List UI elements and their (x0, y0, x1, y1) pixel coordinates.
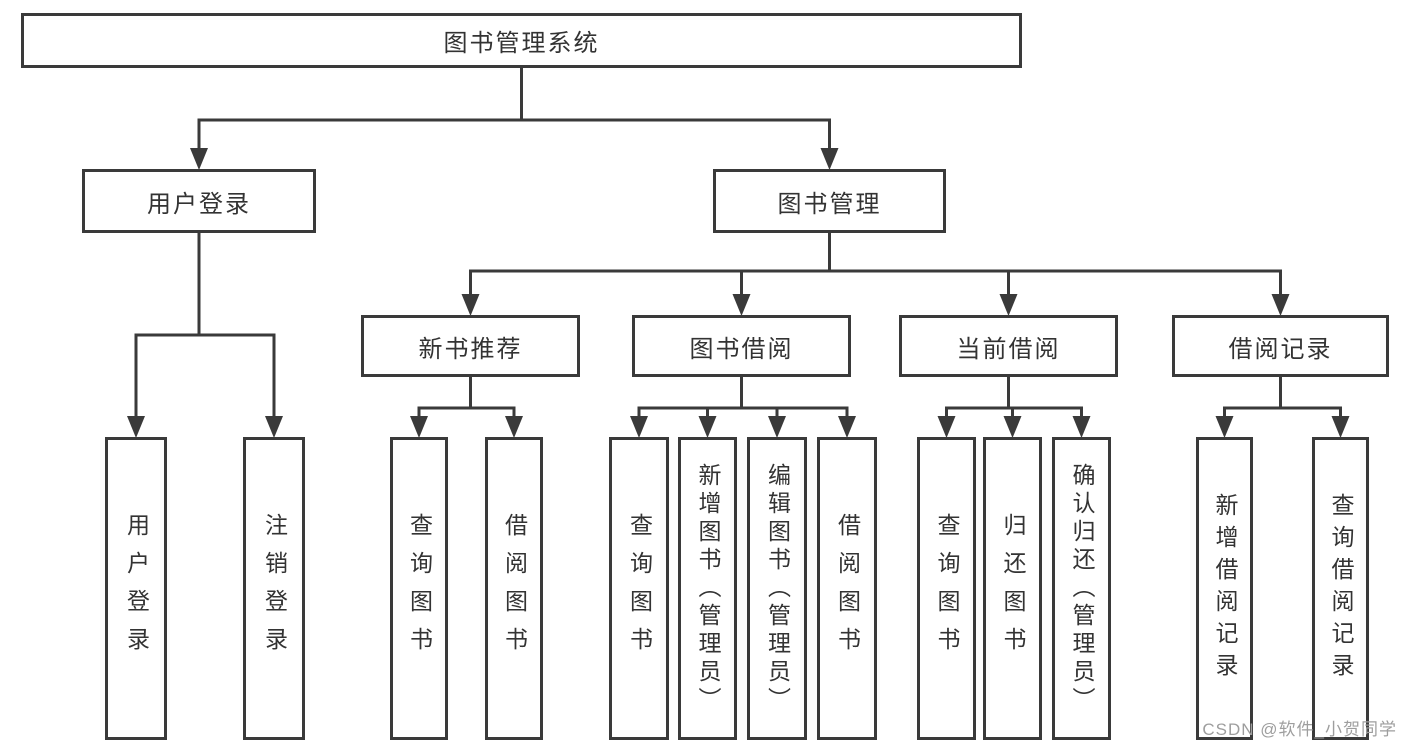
node-root: 图书管理系统 (21, 13, 1022, 68)
arrowhead-to-leaf_bw_add (698, 416, 717, 438)
arrowhead-to-leaf_bw_query (630, 416, 648, 438)
node-current_borrow: 当前借阅 (899, 315, 1118, 377)
node-label-new_book: 新书推荐 (418, 335, 523, 363)
node-leaf_nb_query: 查询图书 (390, 437, 448, 740)
node-label-book_borrow: 图书借阅 (689, 335, 794, 363)
node-leaf_rec_add: 新增借阅记录 (1196, 437, 1253, 740)
edge-from-current_borrow (945, 377, 1083, 418)
arrowhead-to-book_mgmt (820, 148, 839, 170)
node-label-leaf_cur_return: 归还图书 (1000, 512, 1026, 665)
node-leaf_cur_confirm: 确认归还（管理员） (1052, 437, 1111, 740)
node-label-leaf_bw_query: 查询图书 (626, 512, 653, 665)
edge-from-borrow_record (1223, 377, 1342, 418)
node-new_book: 新书推荐 (361, 315, 580, 377)
node-label-root: 图书管理系统 (443, 30, 600, 57)
node-label-leaf_nb_borrow: 借阅图书 (501, 512, 528, 665)
node-leaf_cur_return: 归还图书 (983, 437, 1042, 740)
edge-from-book_borrow (637, 377, 849, 418)
arrowhead-to-leaf_user_login (127, 416, 145, 438)
node-leaf_cur_query: 查询图书 (917, 437, 976, 740)
arrowhead-to-leaf_nb_borrow (505, 416, 523, 438)
node-leaf_logout: 注销登录 (243, 437, 305, 740)
arrowhead-to-current_borrow (999, 294, 1018, 316)
node-book_mgmt: 图书管理 (713, 169, 946, 233)
arrowhead-to-borrow_record (1271, 294, 1290, 316)
node-leaf_bw_query: 查询图书 (609, 437, 669, 740)
node-borrow_record: 借阅记录 (1172, 315, 1389, 377)
node-label-borrow_record: 借阅记录 (1228, 335, 1333, 363)
node-label-leaf_user_login: 用户登录 (123, 512, 150, 665)
arrowhead-to-leaf_rec_add (1215, 416, 1234, 438)
arrowhead-to-leaf_bw_edit (768, 416, 786, 438)
arrowhead-to-leaf_rec_query (1331, 416, 1350, 438)
node-leaf_bw_edit: 编辑图书（管理员） (747, 437, 807, 740)
arrowhead-to-new_book (461, 294, 480, 316)
node-label-leaf_bw_borrow: 借阅图书 (834, 512, 861, 665)
node-leaf_rec_query: 查询借阅记录 (1312, 437, 1369, 740)
node-label-current_borrow: 当前借阅 (956, 335, 1061, 363)
arrowhead-to-leaf_cur_confirm (1072, 416, 1091, 438)
arrowhead-to-leaf_cur_query (937, 416, 956, 438)
node-label-leaf_rec_query: 查询借阅记录 (1328, 492, 1354, 685)
node-leaf_user_login: 用户登录 (105, 437, 167, 740)
node-leaf_bw_add: 新增图书（管理员） (678, 437, 737, 740)
edge-from-user_login (134, 233, 276, 418)
node-label-book_mgmt: 图书管理 (777, 190, 882, 218)
edge-from-new_book (417, 377, 516, 418)
node-user_login: 用户登录 (82, 169, 316, 233)
arrowhead-to-leaf_cur_return (1003, 416, 1022, 438)
node-label-leaf_cur_confirm: 确认归还（管理员） (1069, 462, 1095, 715)
node-book_borrow: 图书借阅 (632, 315, 851, 377)
edge-from-book_mgmt (469, 233, 1282, 296)
node-leaf_bw_borrow: 借阅图书 (817, 437, 877, 740)
node-label-leaf_cur_query: 查询图书 (934, 512, 960, 665)
node-label-leaf_rec_add: 新增借阅记录 (1212, 492, 1238, 685)
arrowhead-to-leaf_nb_query (410, 416, 428, 438)
node-label-user_login: 用户登录 (147, 190, 251, 218)
node-leaf_nb_borrow: 借阅图书 (485, 437, 543, 740)
arrowhead-to-leaf_bw_borrow (838, 416, 856, 438)
arrowhead-to-book_borrow (732, 294, 751, 316)
arrowhead-to-leaf_logout (265, 416, 283, 438)
node-label-leaf_bw_edit: 编辑图书（管理员） (764, 462, 791, 715)
node-label-leaf_bw_add: 新增图书（管理员） (695, 462, 721, 715)
node-label-leaf_nb_query: 查询图书 (406, 512, 433, 665)
edge-from-root (197, 68, 831, 150)
arrowhead-to-user_login (190, 148, 208, 170)
watermark: CSDN @软件_小贺同学 (1202, 720, 1397, 739)
node-label-leaf_logout: 注销登录 (261, 512, 288, 665)
